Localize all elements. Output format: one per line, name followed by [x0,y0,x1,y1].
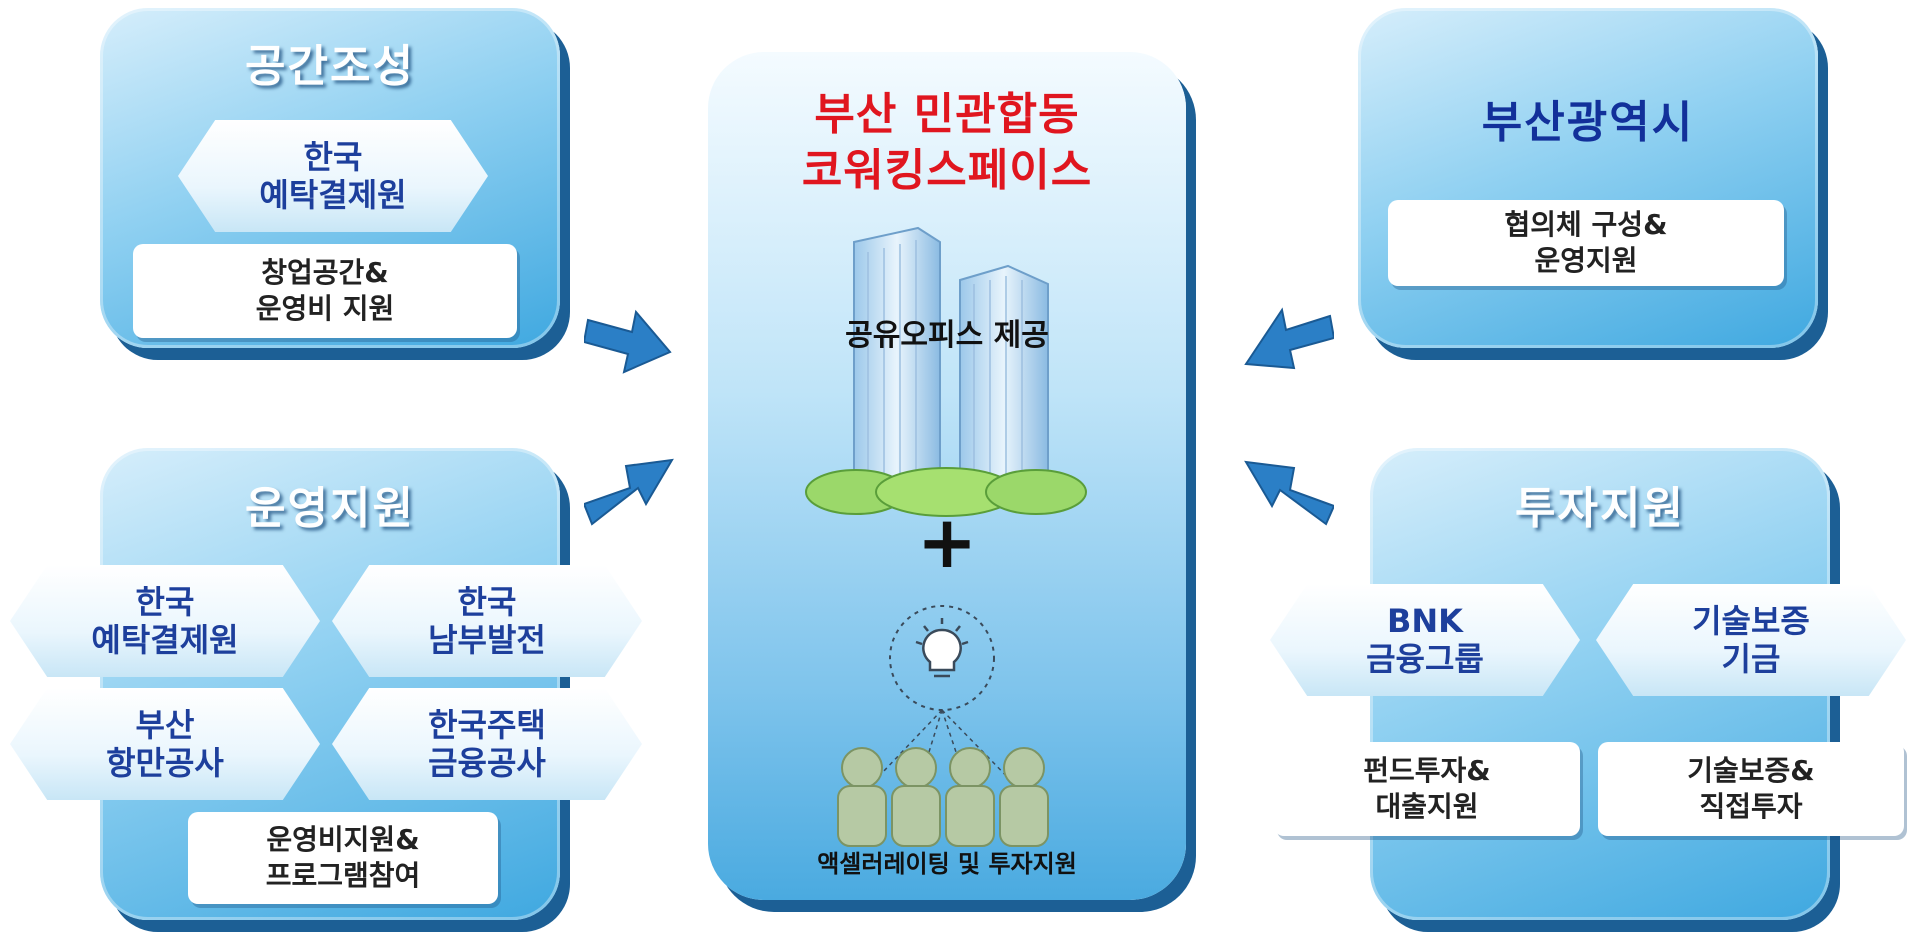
support-box-line1: 기술보증& [1687,753,1815,787]
support-box-operation: 운영비지원& 프로그램참여 [188,812,498,904]
org-hex-line1: 한국 [135,582,195,621]
arrow-from-investment-support-icon [1244,460,1334,526]
support-box-tech: 기술보증& 직접투자 [1598,742,1904,836]
people-group-icon [837,747,1049,847]
org-hex-line1: 한국 [457,582,517,621]
arrow-from-busan-city-icon [1244,307,1334,370]
center-title-line2: 코워킹스페이스 [801,145,1093,196]
office-label: 공유오피스 제공 [845,318,1049,353]
org-hex-line2: 금융공사 [428,744,546,782]
org-hex-line2: 기금 [1721,640,1781,678]
panel-title-space-creation: 공간조성 [245,41,415,92]
support-box-line2: 직접투자 [1699,790,1803,823]
center-title-line1: 부산 민관합동 [814,89,1080,140]
support-box-space: 창업공간& 운영비 지원 [133,244,517,338]
org-hex-line2: 항만공사 [106,744,224,782]
arrow-from-operation-support-icon [584,458,674,526]
support-box-line1: 창업공간& [261,255,389,289]
support-box-fund: 펀드투자& 대출지원 [1274,742,1580,836]
support-box-line2: 운영비 지원 [255,292,395,325]
panel-title-operation-support: 운영지원 [245,483,415,534]
support-box-line1: 운영비지원& [266,822,420,856]
office-building-icon [805,226,1087,517]
plus-sign: + [916,500,978,584]
arrow-from-space-creation-icon [584,309,672,374]
support-box-line2: 운영지원 [1534,244,1638,277]
support-box-line2: 프로그램참여 [265,859,421,892]
panel-title-busan-city: 부산광역시 [1481,97,1695,148]
center-bottom-label: 액셀러레이팅 및 투자지원 [817,850,1077,878]
org-hex-line1: BNK [1387,601,1463,640]
org-hex-line1: 부산 [135,705,195,744]
support-box-line2: 대출지원 [1375,790,1479,823]
org-hex-line2: 금융그룹 [1366,640,1484,678]
panel-busan-city: 부산광역시 협의체 구성& 운영지원 [1358,8,1818,348]
support-box-line1: 협의체 구성& [1504,207,1668,241]
org-hex-line1: 한국주택 [428,705,546,744]
org-hex-line2: 예탁결제원 [91,621,239,659]
org-hex-line2: 남부발전 [428,621,546,659]
support-box-busan: 협의체 구성& 운영지원 [1388,200,1784,286]
org-hex-line2: 예탁결제원 [259,176,407,214]
support-box-line1: 펀드투자& [1363,753,1491,787]
org-hex-line1: 한국 [303,137,363,176]
org-hex-line1: 기술보증 [1692,601,1810,640]
center-coworking-space: 부산 민관합동 코워킹스페이스 공유오피스 제공 + [708,52,1186,900]
panel-title-investment-support: 투자지원 [1515,483,1685,534]
